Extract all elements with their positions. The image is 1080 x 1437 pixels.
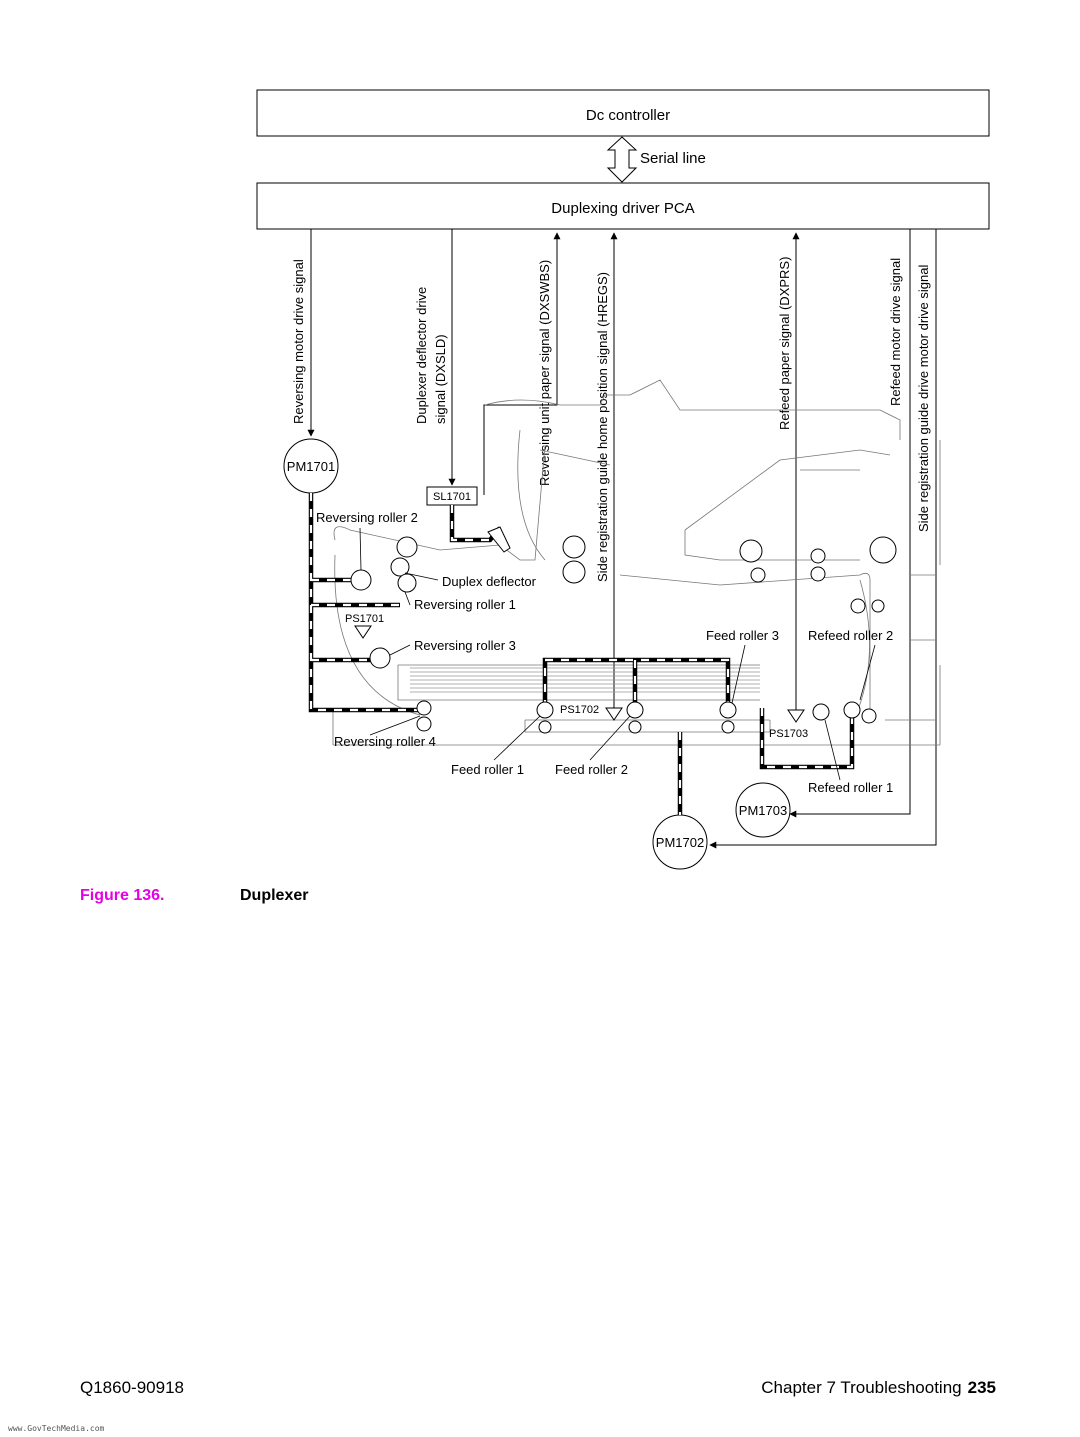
refeed-roller-2-label: Refeed roller 2 (808, 628, 893, 643)
dxswbs-signal-line (483, 232, 561, 495)
pm1702-label: PM1702 (656, 835, 704, 850)
refeed-motor-signal-label: Refeed motor drive signal (888, 258, 903, 406)
roller-far-right (869, 536, 897, 564)
doc-number: Q1860-90918 (80, 1378, 184, 1397)
ps1703-sensor (787, 709, 805, 723)
mechanism-outline (332, 379, 941, 746)
figure-title: Duplexer (240, 887, 309, 904)
refeed-motor-signal-line (789, 229, 911, 818)
duplex-deflector (487, 526, 511, 553)
feed-roller-2-label: Feed roller 2 (555, 762, 628, 777)
pm1703-motor (735, 782, 791, 838)
pm1703-label: PM1703 (739, 803, 787, 818)
chapter-title: Chapter 7 Troubleshooting (761, 1378, 962, 1397)
side-reg-motor-signal-label: Side registration guide drive motor driv… (916, 265, 931, 532)
refeed-roller-1-c (861, 708, 877, 724)
refeed-roller-1-label: Refeed roller 1 (808, 780, 893, 795)
dc-controller-box (256, 89, 990, 137)
serial-line-label: Serial line (640, 150, 706, 167)
dxswbs-signal-label: Reversing unit paper signal (DXSWBS) (537, 260, 552, 486)
reversing-roller-2 (350, 569, 372, 591)
side-reg-motor-signal-line (709, 229, 937, 849)
reversing-motor-signal-label: Reversing motor drive signal (291, 259, 306, 424)
feed-roller-2-a (626, 701, 644, 719)
ps1702-label: PS1702 (560, 704, 599, 716)
page-number: 235 (967, 1378, 996, 1397)
feed-roller-3-a (719, 701, 737, 719)
roller-mid-b (750, 567, 766, 583)
pm1701-label: PM1701 (287, 459, 335, 474)
reversing-roller-4-a (416, 700, 432, 716)
feed-roller-1-a (536, 701, 554, 719)
sl1701-label: SL1701 (433, 491, 471, 503)
reversing-roller-1-b (397, 573, 417, 593)
ps1703-label: PS1703 (769, 728, 808, 740)
duplexer-diagram: Dc controller Serial line Duplexing driv… (256, 89, 990, 870)
leader-lines (359, 527, 876, 781)
dxsld-signal-label-1: Duplexer deflector drive (414, 287, 429, 424)
figure-number: Figure 136. (80, 887, 165, 904)
refeed-roller-1-b (843, 701, 861, 719)
page-footer: Chapter 7 Troubleshooting 235 (761, 1378, 996, 1398)
feed-roller-1-label: Feed roller 1 (451, 762, 524, 777)
reversing-roller-2-label: Reversing roller 2 (316, 510, 418, 525)
duplexing-pca-label: Duplexing driver PCA (551, 200, 694, 217)
reversing-roller-3-label: Reversing roller 3 (414, 638, 516, 653)
ps1701-label: PS1701 (345, 613, 384, 625)
dxsld-signal-label-2: signal (DXSLD) (433, 334, 448, 424)
ps1701-sensor (354, 625, 372, 639)
refeed-roller-2-b (871, 599, 885, 613)
reversing-roller-1-label: Reversing roller 1 (414, 597, 516, 612)
reversing-roller-2-upper (396, 536, 418, 558)
reversing-roller-1-a (390, 557, 410, 577)
dxprs-signal-label: Refeed paper signal (DXPRS) (777, 257, 792, 430)
rollers (350, 535, 897, 734)
duplexing-pca-box (256, 182, 990, 230)
watermark: www.GovTechMedia.com (8, 1424, 105, 1433)
feed-roller-3-label: Feed roller 3 (706, 628, 779, 643)
roller-right-b (810, 566, 826, 582)
roller-upper-b (562, 560, 586, 584)
duplex-deflector-label: Duplex deflector (442, 574, 537, 589)
dc-controller-label: Dc controller (586, 107, 670, 124)
hregs-signal-label: Side registration guide home position si… (595, 272, 610, 582)
serial-line-arrow (606, 136, 638, 183)
roller-right-a (810, 548, 826, 564)
feed-roller-2-b (628, 720, 642, 734)
reversing-roller-4-label: Reversing roller 4 (334, 734, 436, 749)
roller-upper-a (562, 535, 586, 559)
feed-roller-3-b (721, 720, 735, 734)
refeed-roller-1-a (812, 703, 830, 721)
ps1702-sensor (605, 707, 623, 721)
feed-roller-1-b (538, 720, 552, 734)
refeed-roller-2-a (850, 598, 866, 614)
reversing-roller-3 (369, 647, 391, 669)
reversing-roller-4-b (416, 716, 432, 732)
roller-mid-a (739, 539, 763, 563)
drive-train (308, 493, 855, 815)
paper-stack (410, 667, 760, 693)
